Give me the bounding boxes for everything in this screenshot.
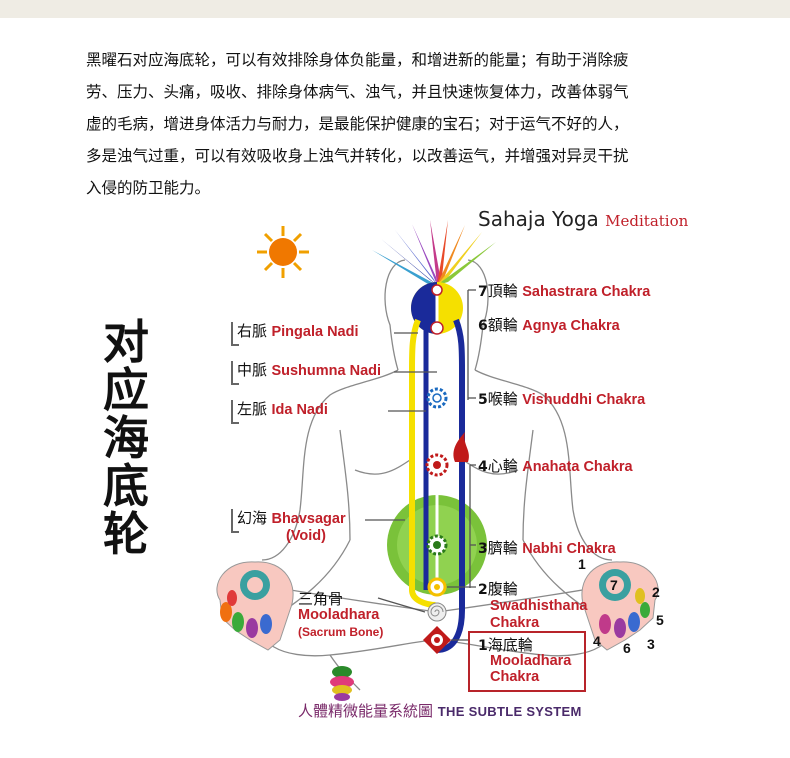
sacrum-label: 三角骨 (298, 590, 344, 608)
chakra-label-2-en2: Chakra (490, 615, 540, 631)
bhavsagar-label: 幻海 Bhavsagar (237, 509, 346, 527)
sacrum-sub-label: (Sacrum Bone) (298, 625, 384, 639)
hand-number: 3 (647, 636, 655, 652)
bracket (231, 509, 239, 533)
body-outline (229, 259, 644, 691)
chakra-label-5: 5喉輪 Vishuddhi Chakra (478, 390, 646, 408)
bracket (231, 322, 239, 346)
ida-label: 左脈 Ida Nadi (237, 400, 328, 418)
anahata-chakra-icon (425, 432, 469, 477)
hand-number: 2 (652, 584, 660, 600)
hand-number: 6 (623, 640, 631, 656)
chakra-label-1-en2: Chakra (490, 669, 540, 685)
hand-number: 1 (578, 556, 586, 572)
top-band (0, 0, 790, 18)
sun-icon (257, 226, 309, 278)
paragraph-line: 劳、压力、头痛，吸收、排除身体病气、浊气，并且快速恢复体力，改善体弱气 (86, 83, 629, 101)
chakra-label-7: 7頂輪 Sahastrara Chakra (478, 282, 651, 300)
bracket (231, 400, 239, 424)
swadhisthana-chakra-icon (427, 577, 447, 597)
chakra-label-6: 6額輪 Agnya Chakra (478, 316, 620, 334)
pingala-label: 右脈 Pingala Nadi (237, 322, 359, 340)
void-label: (Void) (286, 528, 326, 544)
sacrum-en-label: Mooladhara (298, 607, 380, 623)
mooladhara-chakra-icon (423, 626, 451, 654)
vishuddhi-chakra-icon (426, 387, 448, 409)
vertical-title: 对 应 海 底 轮 (103, 315, 149, 561)
hand-number: 7 (610, 577, 618, 593)
hand-number: 5 (656, 612, 664, 628)
bracket (231, 361, 239, 385)
left-hand-icon (216, 561, 294, 651)
paragraph-line: 多是浊气过重，可以有效吸收身上浊气并转化，以改善运气，并增强对异灵干扰 (86, 147, 629, 165)
meditation-subtitle: Meditation (605, 212, 689, 230)
chakra-label-1: 1海底輪 (478, 636, 533, 654)
nabhi-chakra-icon (426, 534, 448, 556)
moon-icon (590, 232, 617, 265)
chakra-label-1-en: Mooladhara (490, 653, 572, 669)
chakra-label-2-en: Swadhisthana (490, 598, 588, 614)
sacrum-spiral-icon (427, 602, 447, 622)
paragraph-line: 黑曜石对应海底轮，可以有效排除身体负能量，和增进新的能量；有助于消除疲 (86, 51, 629, 69)
paragraph-line: 入侵的防卫能力。 (86, 179, 211, 197)
right-hand-icon (581, 561, 659, 651)
crown-flames (372, 220, 496, 285)
chakra-label-2: 2腹輪 (478, 580, 518, 598)
chakra-label-3: 3臍輪 Nabhi Chakra (478, 539, 616, 557)
ida-channel (436, 318, 465, 653)
highlight-box (468, 631, 586, 692)
kundalini-coil-icon (330, 666, 354, 701)
description-paragraph: 黑曜石对应海底轮，可以有效排除身体负能量，和增进新的能量；有助于消除疲 劳、压力… (86, 44, 726, 204)
pingala-channel (409, 318, 438, 608)
paragraph-line: 虚的毛病，增进身体活力与耐力，是最能保护健康的宝石；对于运气不好的人， (86, 115, 629, 133)
diagram-caption: 人體精微能量系統圖 THE SUBTLE SYSTEM (298, 702, 582, 720)
hand-number: 4 (593, 633, 601, 649)
chakra-label-4: 4心輪 Anahata Chakra (478, 457, 633, 475)
sushumna-label: 中脈 Sushumna Nadi (237, 361, 382, 379)
sahaja-yoga-title: Sahaja Yoga Meditation (478, 207, 689, 231)
